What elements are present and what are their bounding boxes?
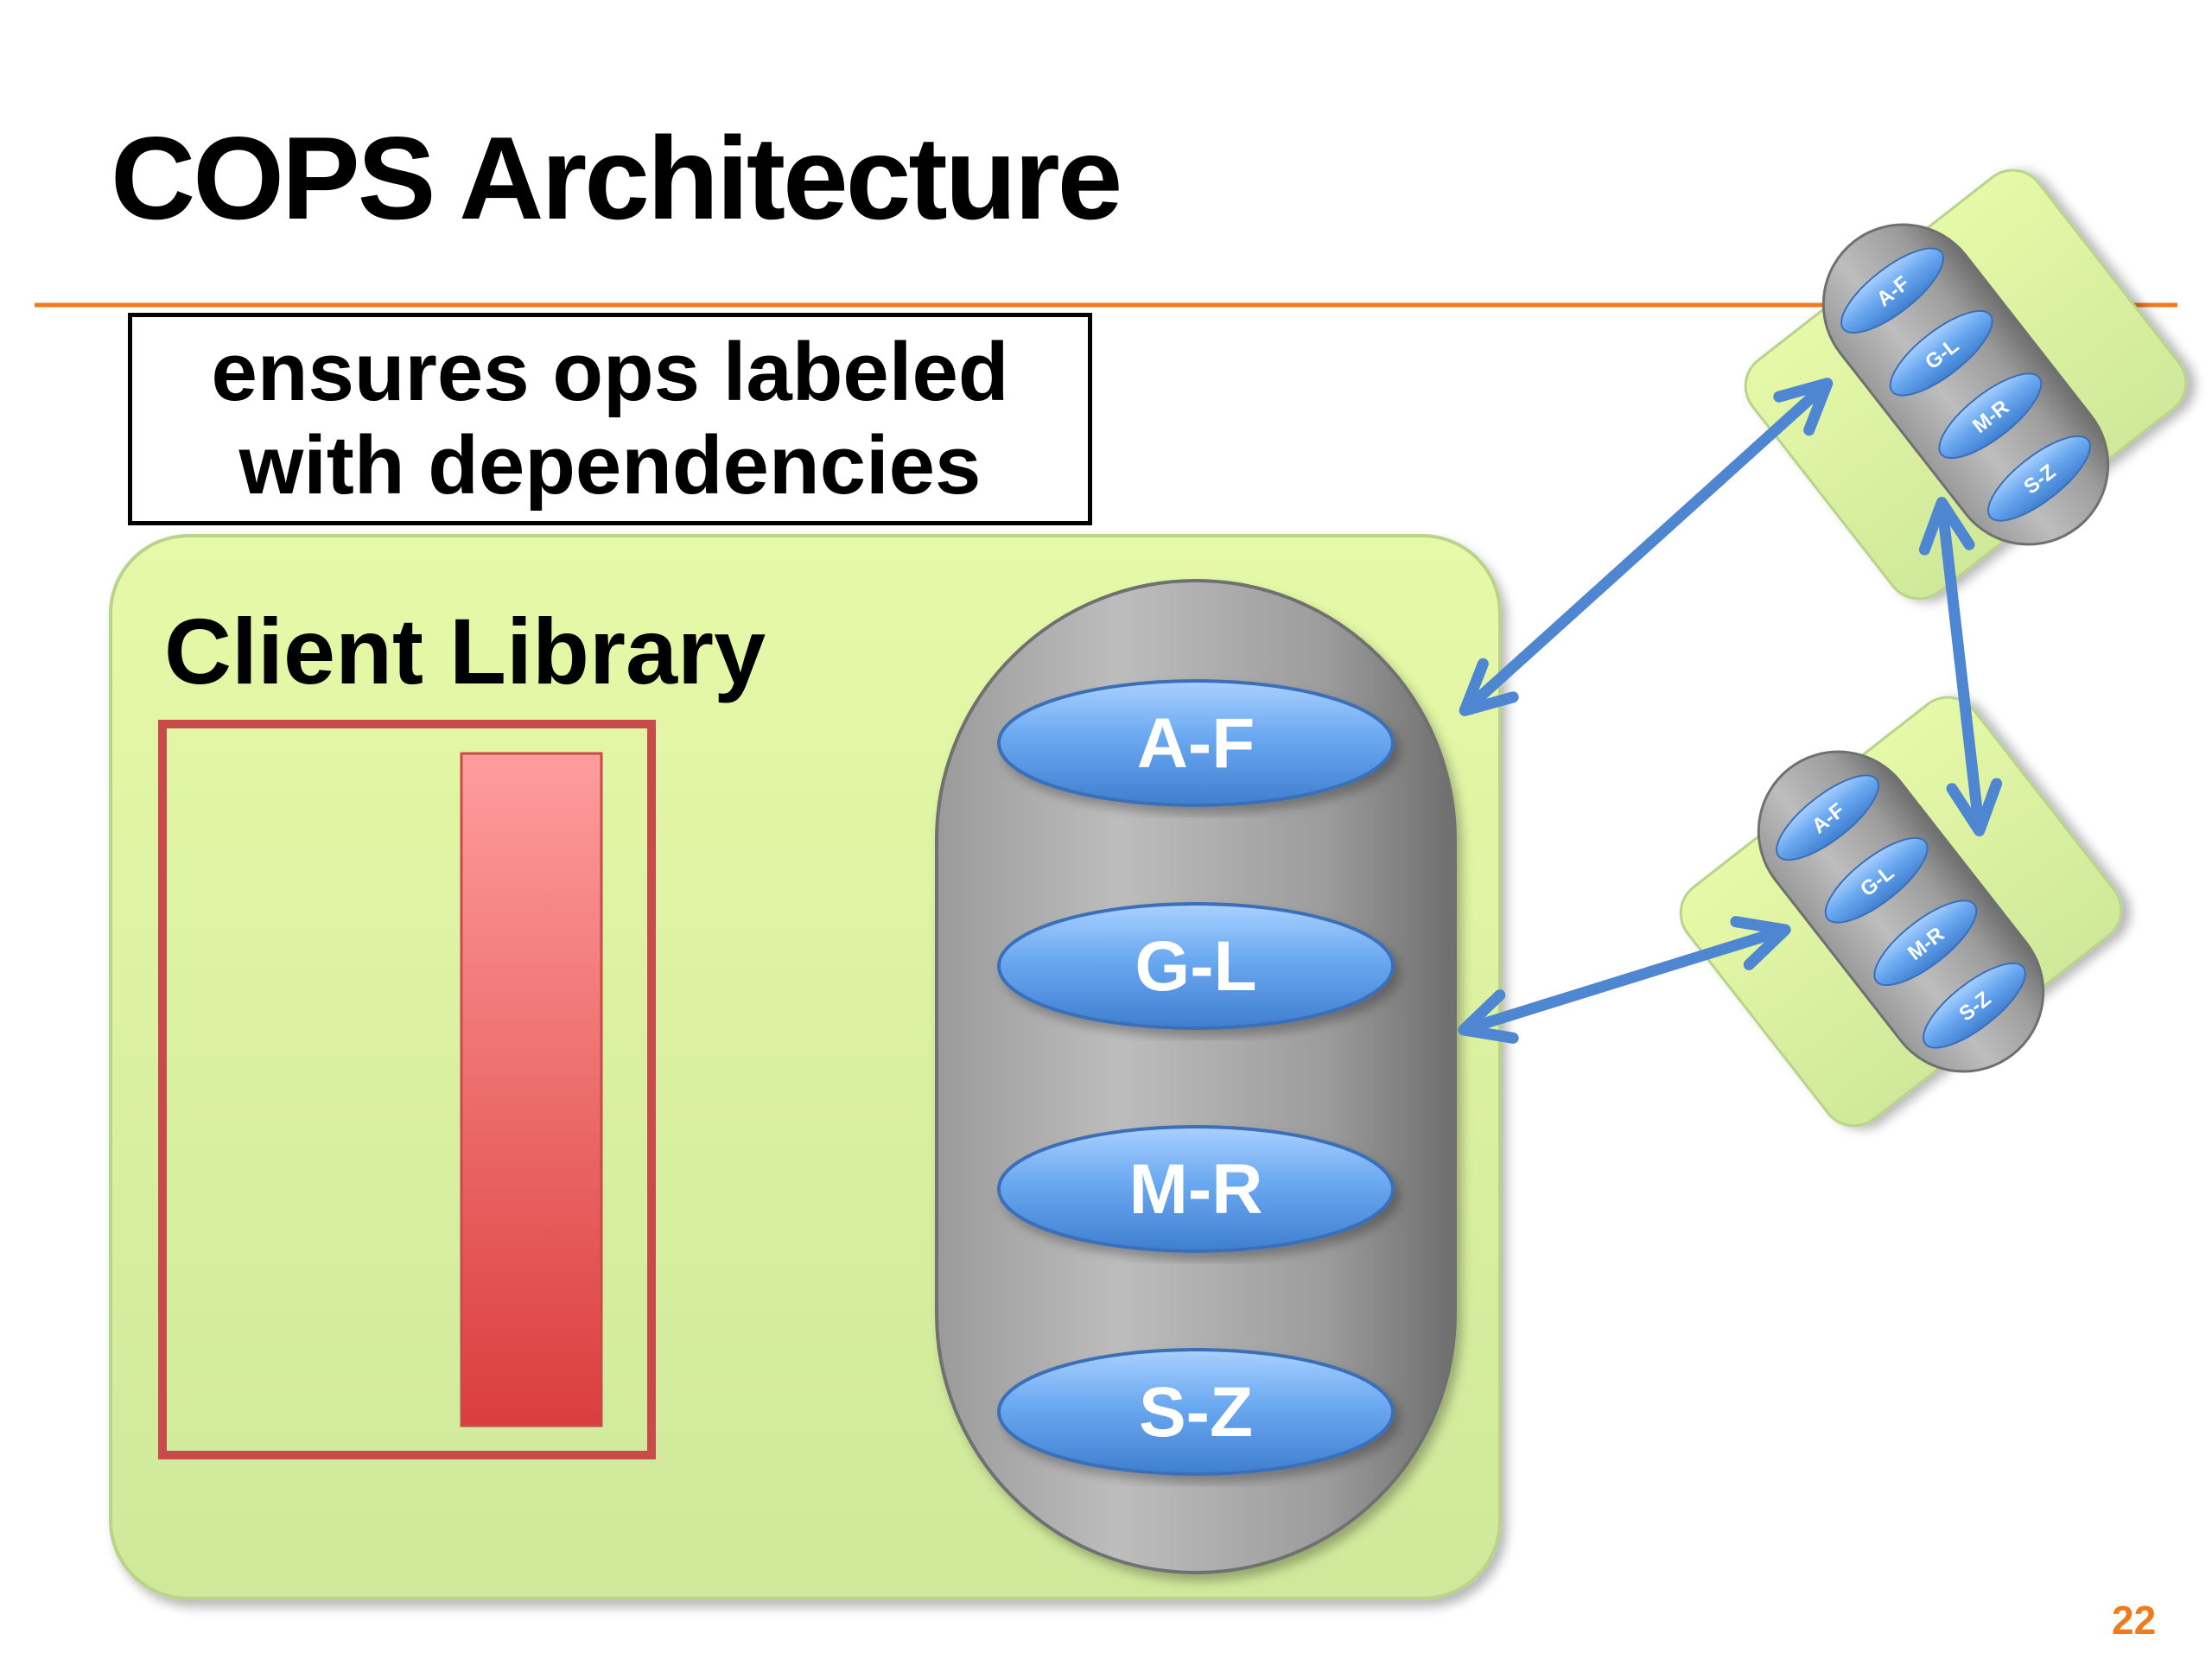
local-shard-a-f-label: A-F — [1137, 704, 1255, 783]
dependency-store-box — [158, 720, 656, 1459]
remote-top-shard-m-r: M-R — [1938, 372, 2043, 460]
local-shard-a-f: A-F — [997, 679, 1395, 807]
local-shard-m-r-label: M-R — [1129, 1150, 1263, 1229]
remote-datacenter-bottom: A-F G-L M-R S-Z — [1679, 696, 2123, 1128]
replication-arrow-local-to-bottom — [1458, 916, 1791, 1044]
replication-arrow-top-to-bottom — [1918, 497, 2003, 836]
callout-box: ensures ops labeled with dependencies — [128, 313, 1092, 525]
remote-bottom-shard-a-f: A-F — [1776, 774, 1879, 861]
replication-arrow-local-to-top — [1459, 378, 1834, 716]
local-shard-s-z-label: S-Z — [1139, 1373, 1253, 1452]
local-shard-s-z: S-Z — [997, 1348, 1395, 1476]
remote-bottom-shard-m-r: M-R — [1873, 899, 1978, 987]
dependency-bar — [460, 752, 603, 1427]
remote-top-shard-s-z: S-Z — [1987, 435, 2091, 522]
page-number: 22 — [2112, 1598, 2157, 1643]
remote-datacenter-top: A-F G-L M-R S-Z — [1744, 168, 2188, 601]
slide-title: COPS Architecture — [111, 112, 1122, 244]
remote-bottom-shard-s-z: S-Z — [1923, 962, 2026, 1049]
callout-line-1: ensures ops labeled — [211, 326, 1009, 419]
local-shard-g-l-label: G-L — [1135, 927, 1256, 1006]
remote-top-shard-g-l: G-L — [1889, 309, 1993, 397]
local-shard-g-l: G-L — [997, 902, 1395, 1030]
local-cluster — [935, 579, 1457, 1574]
local-shard-m-r: M-R — [997, 1125, 1395, 1253]
client-library-label: Client Library — [164, 599, 766, 703]
callout-line-2: with dependencies — [238, 419, 982, 512]
remote-bottom-shard-g-l: G-L — [1824, 836, 1929, 924]
remote-top-shard-a-f: A-F — [1840, 247, 1944, 334]
